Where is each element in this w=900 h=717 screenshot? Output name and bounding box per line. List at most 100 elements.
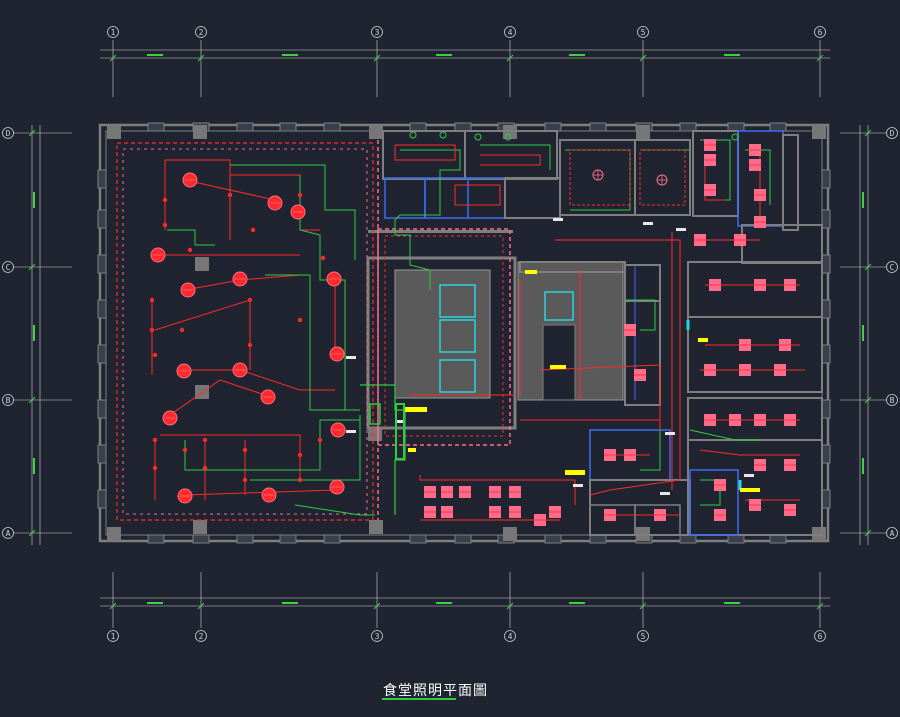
window-bay xyxy=(97,399,107,419)
axis-bubble xyxy=(637,26,649,38)
lighting-run xyxy=(704,160,725,201)
room-top-h xyxy=(782,134,799,231)
window-bay xyxy=(97,169,107,189)
dimension-lines xyxy=(28,49,872,610)
downlight xyxy=(297,192,303,198)
kitchen-wall xyxy=(366,256,517,430)
circuit-tag xyxy=(395,420,405,423)
dimension-tick xyxy=(28,129,36,137)
dimension-tick xyxy=(816,602,824,610)
panel-label xyxy=(525,270,537,274)
perimeter-circuit xyxy=(116,142,374,521)
lighting-run xyxy=(639,149,686,206)
dimension-value-mark xyxy=(282,54,298,56)
room-top-e xyxy=(634,139,691,216)
window-bay xyxy=(97,344,107,364)
structural-column xyxy=(369,520,383,534)
switch-symbol xyxy=(439,131,447,139)
axis-label: 6 xyxy=(818,28,823,37)
downlight xyxy=(242,477,248,483)
downlight xyxy=(247,342,253,348)
axis-bubble xyxy=(371,630,383,642)
cold-store xyxy=(439,319,476,353)
room-partitions xyxy=(366,130,823,536)
panel-label xyxy=(408,448,416,452)
window-bay xyxy=(279,534,297,544)
circuit-tag xyxy=(346,430,356,433)
kitchen-inner-circuit xyxy=(384,235,504,437)
panel-label xyxy=(565,470,585,475)
axis-bubble xyxy=(814,630,826,642)
downlight xyxy=(242,447,248,453)
structural-column xyxy=(812,125,826,139)
circuit-tag xyxy=(744,474,754,477)
lighting-run xyxy=(184,179,276,201)
dimension-value-mark xyxy=(33,458,35,474)
axis-label: 3 xyxy=(375,28,380,37)
dimension-value-mark xyxy=(569,54,585,56)
room-blue-d xyxy=(689,469,739,536)
green-run xyxy=(230,164,356,260)
lighting-run xyxy=(569,149,631,206)
downlight xyxy=(187,247,193,253)
downlight xyxy=(227,192,233,198)
kitchen-hatch-zone xyxy=(394,269,491,399)
dimension-value-mark xyxy=(436,602,452,604)
structural-column xyxy=(636,125,650,139)
window-bay xyxy=(821,209,831,229)
dimension-value-mark xyxy=(147,602,163,604)
structural-column xyxy=(195,257,209,271)
axis-label: C xyxy=(890,263,895,272)
downlight xyxy=(297,317,303,323)
green-run xyxy=(480,144,551,170)
dimension-tick xyxy=(864,129,872,137)
dimension-tick xyxy=(864,263,872,271)
green-run xyxy=(400,149,461,216)
lighting-run xyxy=(160,434,301,480)
switch-symbol xyxy=(731,133,739,141)
dimension-tick xyxy=(864,529,872,537)
axis-bubble xyxy=(504,26,516,38)
axis-bubble xyxy=(886,527,898,539)
room-blue-b xyxy=(424,177,506,219)
window-bay xyxy=(679,534,697,544)
window-bay xyxy=(97,254,107,274)
dimension-value-mark xyxy=(33,325,35,341)
axis-bubble xyxy=(107,630,119,642)
lighting-run xyxy=(165,159,231,240)
green-run xyxy=(167,229,215,246)
downlight xyxy=(202,437,208,443)
axis-label: 6 xyxy=(818,632,823,641)
green-run xyxy=(700,479,721,506)
window-bay xyxy=(409,122,427,132)
axis-bubble xyxy=(2,394,14,406)
green-run xyxy=(250,415,361,481)
structural-column xyxy=(369,125,383,139)
lighting-run xyxy=(555,239,681,496)
axis-label: 4 xyxy=(508,28,513,37)
panel-label xyxy=(550,365,566,369)
structural-column xyxy=(107,125,121,139)
dimension-tick xyxy=(506,602,514,610)
axis-label: A xyxy=(890,529,895,538)
cold-store xyxy=(439,284,476,318)
axis-bubble xyxy=(2,127,14,139)
prep-alcove xyxy=(542,324,576,401)
downlight xyxy=(247,297,253,303)
window-bay xyxy=(454,534,472,544)
lighting-run xyxy=(419,475,576,505)
circuit-tag xyxy=(553,218,563,221)
axis-label: 5 xyxy=(641,632,646,641)
dimension-value-mark xyxy=(436,54,452,56)
downlight xyxy=(250,227,256,233)
dimension-value-mark xyxy=(862,325,864,341)
office-4 xyxy=(687,439,823,536)
wall-segment xyxy=(625,300,660,302)
dimension-tick xyxy=(373,54,381,62)
window-bay xyxy=(821,254,831,274)
window-bay xyxy=(727,534,745,544)
downlight xyxy=(202,465,208,471)
window-bay xyxy=(727,122,745,132)
green-run xyxy=(640,419,661,471)
